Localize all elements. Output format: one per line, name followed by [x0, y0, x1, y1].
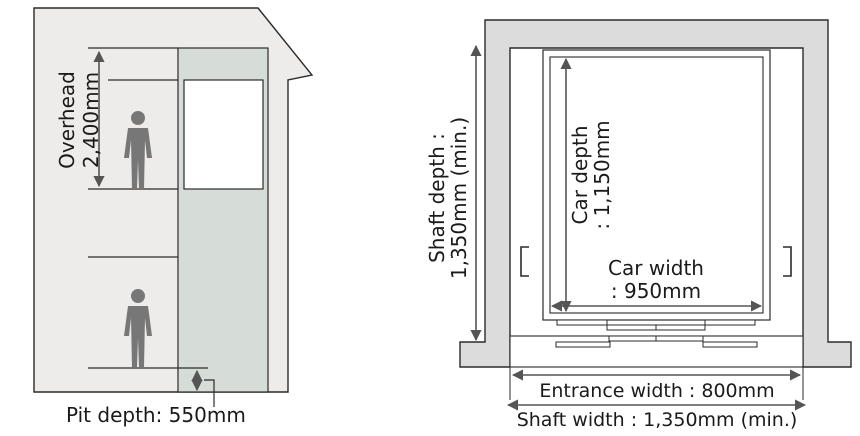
- car-width-label: Car width: [608, 256, 704, 280]
- entrance-width-label: Entrance width : 800mm: [539, 380, 774, 402]
- side-bracket: [520, 246, 529, 277]
- car-depth-value: : 1,150mm: [590, 120, 614, 229]
- building-outline: [33, 7, 314, 393]
- side-bracket: [783, 246, 792, 277]
- overhead-value: 2,400mm: [79, 72, 103, 168]
- elevator-car-inner: [549, 56, 764, 314]
- landing-door-panel: [555, 341, 611, 348]
- elevator-car: [183, 79, 264, 190]
- landing-door-panel: [655, 335, 704, 342]
- landing-door-panel: [702, 341, 758, 348]
- pit-leader-line: [204, 379, 215, 407]
- shaft-width-label: Shaft width : 1,350mm (min.): [517, 409, 798, 431]
- pit-depth-label: Pit depth: 550mm: [66, 403, 246, 427]
- car-door-panel: [556, 319, 608, 326]
- shaft-depth-label: Shaft depth :: [425, 133, 449, 263]
- car-door-panel: [704, 319, 756, 326]
- shaft-depth-value: 1,350mm (min.): [447, 117, 471, 279]
- section-view: Overhead 2,400mm Pit depth: 550mm: [33, 7, 314, 427]
- overhead-label: Overhead: [55, 71, 79, 169]
- landing-sill: [509, 335, 804, 368]
- landing-door-panel: [608, 335, 657, 342]
- person-icon: [124, 289, 152, 367]
- car-door-panel: [606, 324, 657, 331]
- car-door-panel: [655, 324, 706, 331]
- car-width-value: : 950mm: [611, 279, 701, 303]
- person-icon: [124, 111, 152, 189]
- car-depth-label: Car depth: [568, 125, 592, 224]
- plan-view: Shaft depth : 1,350mm (min.) Car depth :…: [425, 19, 852, 431]
